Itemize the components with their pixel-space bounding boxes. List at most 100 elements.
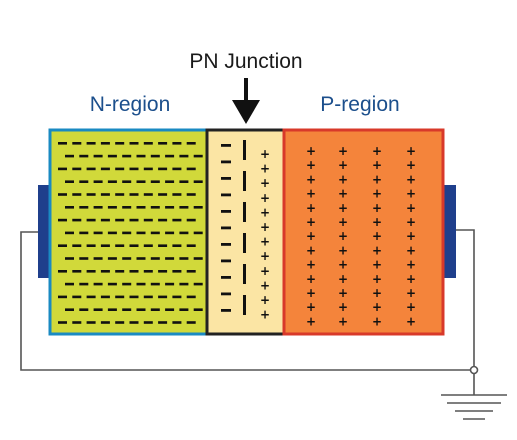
electron-mark xyxy=(143,218,153,222)
hole-mark: + xyxy=(338,201,348,215)
electron-mark xyxy=(100,167,110,171)
electron-mark xyxy=(143,244,153,247)
electron-mark xyxy=(115,244,125,247)
electron-mark xyxy=(79,231,89,235)
electron-mark xyxy=(136,308,146,311)
electron-mark xyxy=(122,154,132,158)
positive-ion-mark: + xyxy=(260,176,270,190)
ion-bar-mark xyxy=(243,295,246,315)
electron-mark xyxy=(65,231,74,235)
electron-mark xyxy=(136,206,146,209)
external-wire xyxy=(20,229,475,395)
electron-mark xyxy=(86,321,96,324)
hole-mark: + xyxy=(338,300,348,314)
hole-mark: + xyxy=(306,172,316,186)
electron-mark xyxy=(107,231,117,235)
depletion-charges: ++++++++++++ xyxy=(221,140,270,322)
electron-mark xyxy=(165,154,175,158)
electron-mark xyxy=(107,282,117,286)
hole-mark: + xyxy=(406,172,416,186)
electron-mark xyxy=(79,257,89,260)
n-region-label: N-region xyxy=(90,93,171,116)
electron-mark xyxy=(179,206,189,209)
hole-mark: + xyxy=(406,215,416,229)
hole-mark: + xyxy=(372,201,382,215)
electron-mark xyxy=(100,321,110,324)
electron-mark xyxy=(93,257,103,260)
electron-mark xyxy=(179,308,189,311)
right-contact xyxy=(444,185,456,278)
electron-mark xyxy=(93,231,103,235)
electron-mark xyxy=(136,282,146,286)
electron-mark xyxy=(65,282,74,286)
electron-mark xyxy=(193,308,203,311)
electron-mark xyxy=(172,142,182,145)
electron-mark xyxy=(58,321,67,324)
positive-ion-mark: + xyxy=(260,147,270,161)
hole-mark: + xyxy=(406,258,416,272)
hole-mark: + xyxy=(306,201,316,215)
positive-ion-mark: + xyxy=(260,162,270,176)
electron-mark xyxy=(100,244,110,247)
negative-ion-mark xyxy=(221,259,231,263)
ground-node xyxy=(469,365,479,375)
electron-mark xyxy=(93,308,103,311)
positive-ion-mark: + xyxy=(260,264,270,278)
negative-ion-mark xyxy=(221,276,231,279)
electron-mark xyxy=(150,180,160,183)
hole-mark: + xyxy=(372,258,382,272)
ion-bar-mark xyxy=(243,140,246,160)
electron-mark xyxy=(165,282,175,286)
hole-mark: + xyxy=(372,286,382,300)
positive-ion-mark: + xyxy=(260,278,270,292)
electron-mark xyxy=(115,193,125,196)
p-region-charges: ++++++++++++++++++++++++++++++++++++++++… xyxy=(306,144,416,328)
hole-mark: + xyxy=(372,187,382,201)
hole-mark: + xyxy=(338,187,348,201)
electron-mark xyxy=(165,231,175,235)
negative-ion-mark xyxy=(221,226,231,230)
hole-mark: + xyxy=(338,229,348,243)
electron-mark xyxy=(158,167,168,171)
hole-mark: + xyxy=(306,229,316,243)
electron-mark xyxy=(129,193,139,196)
electron-mark xyxy=(72,193,82,196)
positive-ion-mark: + xyxy=(260,205,270,219)
hole-mark: + xyxy=(306,272,316,286)
hole-mark: + xyxy=(306,286,316,300)
electron-mark xyxy=(115,142,125,145)
hole-mark: + xyxy=(338,172,348,186)
electron-mark xyxy=(107,180,117,183)
electron-mark xyxy=(107,308,117,311)
hole-mark: + xyxy=(406,187,416,201)
hole-mark: + xyxy=(338,272,348,286)
electron-mark xyxy=(186,218,196,222)
electron-mark xyxy=(129,218,139,222)
electron-mark xyxy=(107,206,117,209)
electron-mark xyxy=(150,257,160,260)
electron-mark xyxy=(179,282,189,286)
hole-mark: + xyxy=(372,215,382,229)
electron-mark xyxy=(150,206,160,209)
electron-mark xyxy=(122,206,132,209)
ion-bar-mark xyxy=(243,202,246,222)
hole-mark: + xyxy=(338,243,348,257)
electron-mark xyxy=(150,231,160,235)
electron-mark xyxy=(129,321,139,324)
negative-ion-mark xyxy=(221,309,231,312)
electron-mark xyxy=(100,193,110,196)
electron-mark xyxy=(172,244,182,247)
electron-mark xyxy=(158,218,168,222)
electron-mark xyxy=(172,295,182,299)
electron-mark xyxy=(122,257,132,260)
hole-mark: + xyxy=(306,300,316,314)
electron-mark xyxy=(93,282,103,286)
electron-mark xyxy=(72,167,82,171)
electron-mark xyxy=(136,154,146,158)
electron-mark xyxy=(72,270,82,273)
hole-mark: + xyxy=(338,144,348,158)
positive-ion-mark: + xyxy=(260,293,270,307)
electron-mark xyxy=(100,218,110,222)
hole-mark: + xyxy=(406,158,416,172)
hole-mark: + xyxy=(306,215,316,229)
